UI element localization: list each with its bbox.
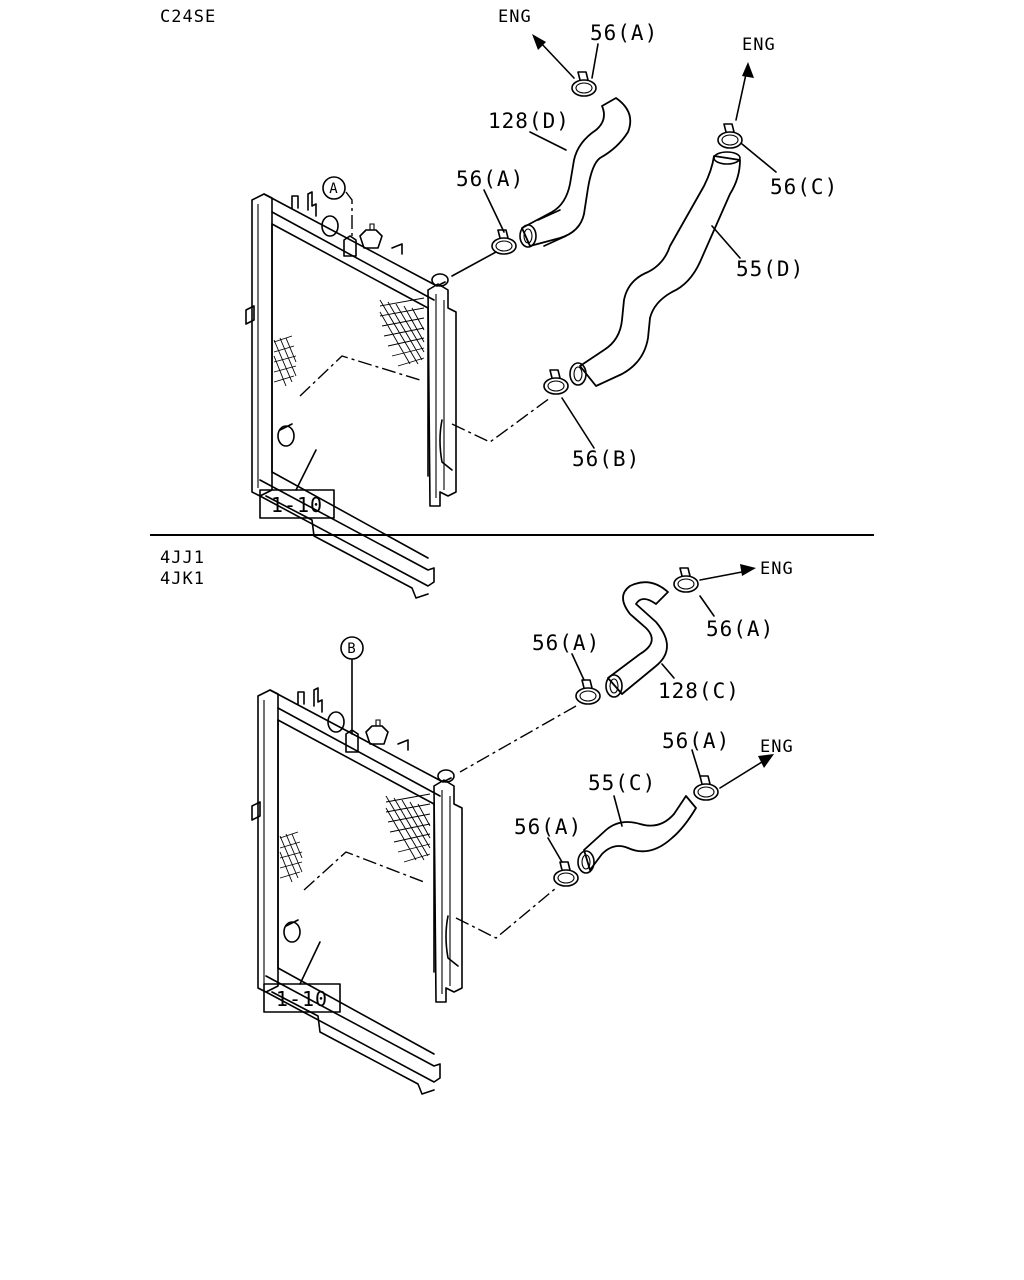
engine-code: C24SE [160,7,216,27]
clamp-label-upper-radiator: 56(A) [532,631,600,655]
reference-box [259,489,335,519]
radiator [245,191,457,599]
hose-label-upper: 128(C) [658,679,740,703]
bracket-marker: B [347,641,356,657]
lower-hose [579,155,741,387]
section-bottom: 4JJ1 4JK1 B 1-10 ENG ENG [160,548,794,1095]
marker-circle [340,636,364,660]
clamp-lower-engine [717,123,743,149]
engine-code: 4JK1 [160,569,205,589]
clamp-upper-radiator [575,679,601,705]
clamp-lower-radiator [543,369,569,395]
flow-label-upper: ENG [498,7,532,27]
clamp-label-lower-engine: 56(A) [662,729,730,753]
hose-label-lower: 55(D) [736,257,804,281]
clamp-label-lower-radiator: 56(A) [514,815,582,839]
radiator-reference: 1-10 [271,493,323,517]
clamp-upper-radiator [491,229,517,255]
upper-hose [521,97,632,247]
radiator [251,687,463,1095]
reference-box [263,983,341,1013]
marker-circle [322,176,346,200]
hose-label-lower: 55(C) [588,771,656,795]
flow-label-upper: ENG [760,559,794,579]
bracket-marker: A [329,181,338,197]
engine-code: 4JJ1 [160,548,205,568]
clamp-label-upper-radiator: 56(A) [456,167,524,191]
hose-label-upper: 128(D) [488,109,570,133]
lower-hose [583,795,697,871]
clamp-upper-engine [673,567,699,593]
flow-label-lower: ENG [760,737,794,757]
clamp-label-lower-radiator: 56(B) [572,447,640,471]
upper-hose [607,581,669,695]
section-top: C24SE A 1-10 ENG [160,7,838,599]
clamp-lower-radiator [553,861,579,887]
radiator-reference: 1-10 [276,987,328,1011]
clamp-label-upper-engine: 56(A) [706,617,774,641]
clamp-label-lower-engine: 56(C) [770,175,838,199]
clamp-label-upper-engine: 56(A) [590,21,658,45]
clamp-lower-engine [693,775,719,801]
flow-label-lower: ENG [742,35,776,55]
